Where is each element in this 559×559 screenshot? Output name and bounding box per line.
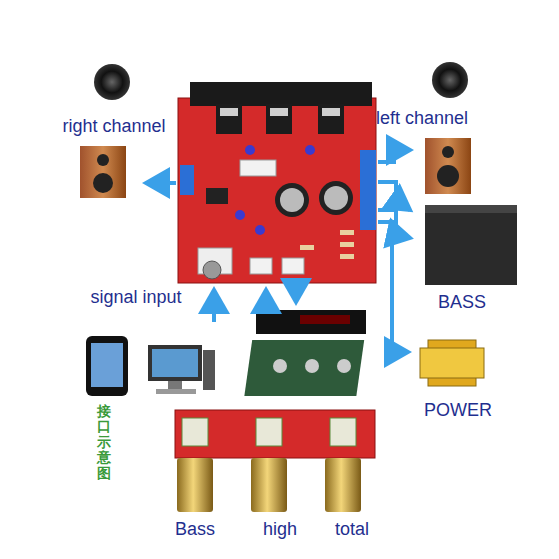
knob-label: high	[263, 519, 297, 540]
vertical-caption: 接口示意图	[97, 404, 111, 481]
speaker-label: right channel	[62, 116, 165, 137]
knob-label: total	[335, 519, 369, 540]
power-label: POWER	[424, 400, 492, 421]
speaker-label: BASS	[438, 292, 486, 313]
knob-label: Bass	[175, 519, 215, 540]
speaker-label: left channel	[376, 108, 468, 129]
input-label: signal input	[90, 287, 181, 308]
